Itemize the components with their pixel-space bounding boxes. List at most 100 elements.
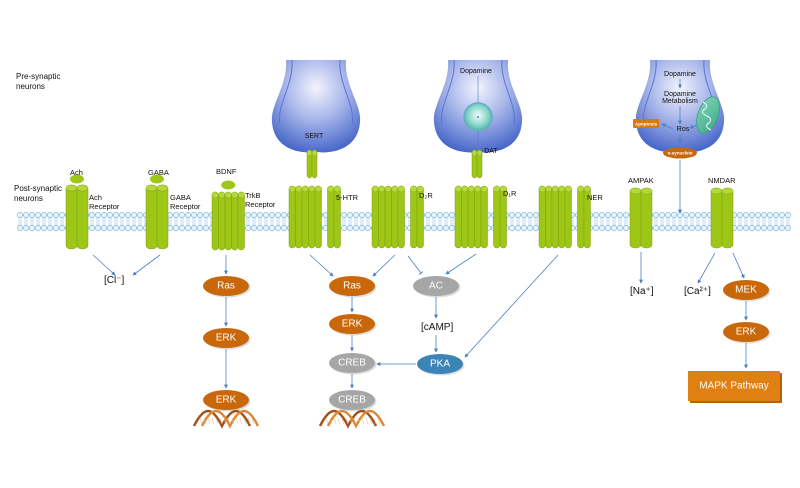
d2r-to-ras-arrow [372,254,396,277]
ras-node-mid: Ras [329,276,377,298]
lipid-tail [534,217,538,226]
lipid-head [773,212,779,218]
lipid-tail [744,217,748,226]
ach-receptor-label-1: Ach [89,193,102,202]
lipid-tail [30,217,34,226]
lipid-tail [204,217,208,226]
lipid-head [683,212,689,218]
erk-node-trkb-2-label: ERK [216,395,237,406]
lipid-head [101,212,107,218]
lipid-tail [660,217,664,226]
lipid-tail [108,217,112,226]
lipid-tail [264,217,268,226]
mitochondrion-icon [696,96,720,134]
lipid-tail [786,217,790,226]
lipid-tail [672,217,676,226]
lipid-head [689,225,695,231]
lipid-head [689,212,695,218]
lipid-tail [24,217,28,226]
lipid-head [59,212,65,218]
lipid-tail [768,217,772,226]
lipid-tail [600,217,604,226]
lipid-head [275,212,281,218]
lipid-tail [738,217,742,226]
ampak-label: AMPAK [628,176,654,185]
lipid-head [701,225,707,231]
ach-ligand-label: Ach [70,168,83,177]
lipid-head [611,212,617,218]
lipid-head [593,212,599,218]
lipid-head [179,225,185,231]
lipid-head [35,212,41,218]
creb-node-1-shape [329,353,375,373]
lipid-head [263,225,269,231]
erk-node-mid-shape [329,314,375,334]
lipid-head [137,212,143,218]
lipid-head [743,212,749,218]
lipid-tail [138,217,142,226]
ras-node-trkb: Ras [203,276,251,298]
creb-node-1-label: CREB [338,358,366,369]
lipid-tail [684,217,688,226]
apoptosis-label: Apoptosis [635,122,657,127]
lipid-head [785,225,791,231]
lipid-tail [360,217,364,226]
lipid-head [173,225,179,231]
lipid-tail [348,217,352,226]
d1r-label: D₁R [503,189,517,198]
lipid-head [263,212,269,218]
ach-receptor-label-2: Receptor [89,202,120,211]
lipid-tail [174,217,178,226]
mek-node-label: MEK [735,285,757,296]
ner-label: NER [587,193,603,202]
lipid-tail [750,217,754,226]
lipid-tail [516,217,520,226]
gaba-to-cl-arrow [132,254,161,276]
lipid-head [251,212,257,218]
sert-label: SERT [305,133,324,140]
lipid-head [347,225,353,231]
metabolism-label-2: Metabolism [662,98,698,105]
lipid-head [281,225,287,231]
lipid-head [761,212,767,218]
pathway-arrows [92,160,748,389]
synuclein-label: α-synuclein [667,151,692,156]
d1r-to-ac-arrow [445,253,477,275]
lipid-tail [756,217,760,226]
dat-dopamine-label: Dopamine [460,68,492,75]
nmdar-label: NMDAR [708,176,736,185]
ach-to-cl-arrow [92,254,116,276]
d2r-inhibits-ac [407,255,424,275]
gaba-ligand-label: GABA [148,168,169,177]
lipid-head [197,225,203,231]
creb-node-2-shape [329,390,375,410]
lipid-tail [702,217,706,226]
lipid-tail [528,217,532,226]
trkb-receptor [211,180,245,251]
lipid-tail [54,217,58,226]
lipid-head [737,212,743,218]
trkb-receptor-label-1: TrkB [245,191,261,200]
nmdar-to-ca-arrow [697,252,716,284]
lipid-head [41,212,47,218]
lipid-tail [510,217,514,226]
lipid-tail [120,217,124,226]
lipid-head [269,212,275,218]
creb-node-2: CREB [329,390,377,412]
lipid-tail [666,217,670,226]
lipid-head [173,212,179,218]
presynaptic-terminals [271,59,725,159]
lipid-head [449,212,455,218]
lipid-head [665,212,671,218]
lipid-head [113,225,119,231]
lipid-head [29,212,35,218]
erk-node-nmdar: ERK [723,322,771,344]
lipid-tail [180,217,184,226]
lipid-head [107,225,113,231]
lipid-head [755,212,761,218]
lipid-head [203,225,209,231]
synuclein-ellipse [663,147,697,159]
lipid-head [611,225,617,231]
